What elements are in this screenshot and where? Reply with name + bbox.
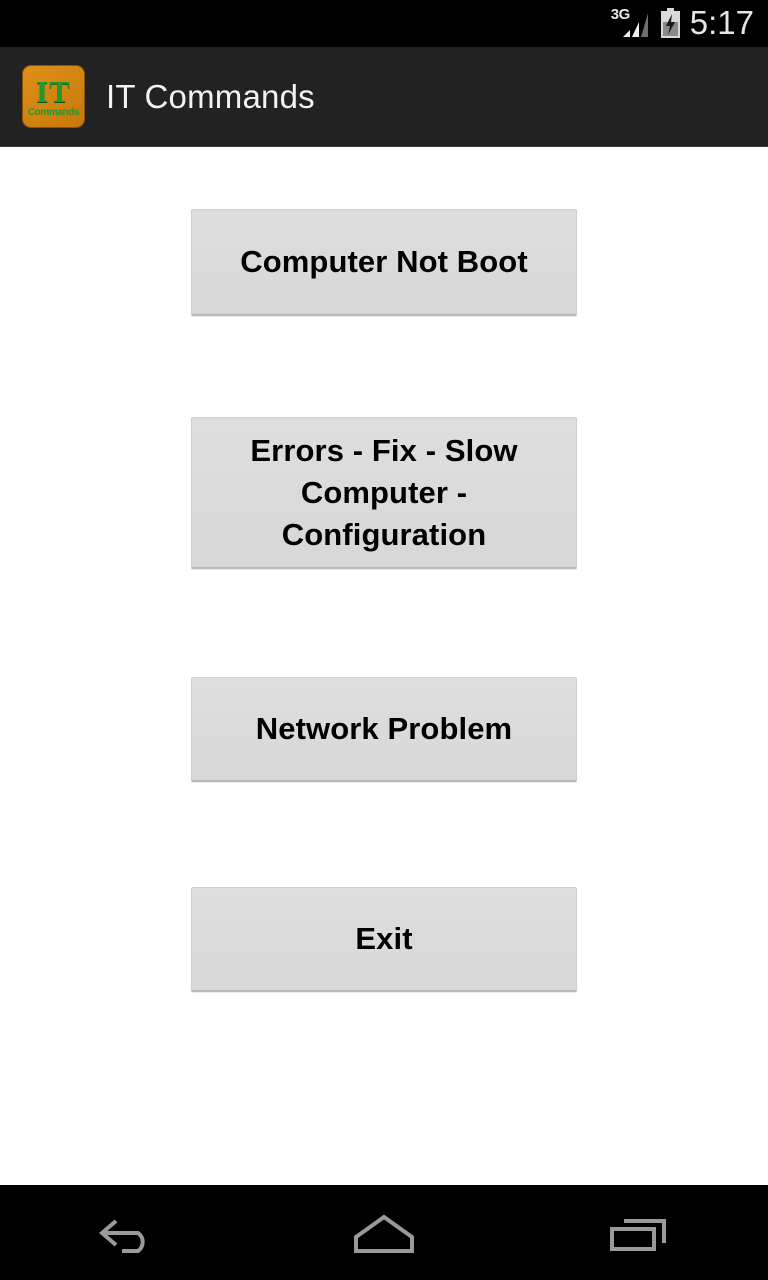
button-errors-fix-slow-computer-configuration[interactable]: Errors - Fix - Slow Computer - Configura… [191, 417, 577, 569]
recent-apps-icon [610, 1218, 666, 1251]
button-label: Computer Not Boot [240, 244, 528, 279]
status-bar-clock: 5:17 [689, 3, 754, 41]
button-label: Network Problem [255, 711, 513, 746]
app-logo-secondary-text: Commands [27, 106, 80, 118]
app-logo-icon: IT Commands [22, 65, 85, 128]
nav-back-button[interactable] [53, 1185, 203, 1280]
page-title: IT Commands [106, 78, 315, 115]
system-navigation-bar [0, 1185, 768, 1280]
home-pentagon-icon [354, 1214, 414, 1253]
action-bar: IT Commands IT Commands [0, 47, 768, 147]
signal-bars-icon [622, 12, 648, 37]
app-logo-primary-text: IT [36, 74, 71, 110]
status-bar: 3G 5:17 [0, 0, 768, 47]
nav-home-button[interactable] [309, 1185, 459, 1280]
signal-icon: 3G [610, 5, 651, 40]
back-arrow-icon [98, 1218, 145, 1253]
main-content: Computer Not Boot Errors - Fix - Slow Co… [0, 147, 768, 1185]
status-bar-right-cluster: 3G 5:17 [611, 6, 754, 42]
nav-recents-button[interactable] [565, 1185, 715, 1280]
button-label: Errors - Fix - Slow Computer - Configura… [250, 432, 518, 552]
battery-charging-icon [660, 8, 681, 39]
button-network-problem[interactable]: Network Problem [191, 677, 577, 782]
button-label: Exit [355, 921, 413, 956]
network-type-label: 3G [610, 5, 631, 23]
button-exit[interactable]: Exit [191, 887, 577, 992]
button-computer-not-boot[interactable]: Computer Not Boot [191, 209, 577, 316]
